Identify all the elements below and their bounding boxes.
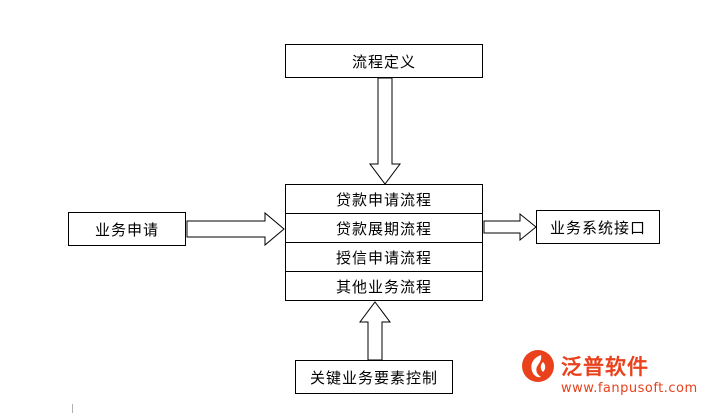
arrow-key-element-control-to-stack (359, 301, 391, 361)
node-process-definition: 流程定义 (285, 44, 483, 78)
watermark-url: www.fanpusoft.com (561, 381, 698, 396)
arrow-process-definition-to-stack (369, 77, 401, 185)
fanpu-logo-icon (522, 350, 554, 382)
watermark-brand: 泛普软件 (561, 355, 649, 379)
arrow-stack-to-business-system-interface (483, 212, 537, 242)
process-stack-row: 授信申请流程 (285, 242, 483, 272)
node-business-application: 业务申请 (68, 212, 186, 246)
node-key-business-element-control: 关键业务要素控制 (295, 360, 453, 394)
node-business-system-interface: 业务系统接口 (536, 210, 660, 244)
corner-tick-mark (72, 404, 73, 413)
process-stack-row: 其他业务流程 (285, 271, 483, 301)
watermark: 泛普软件 www.fanpusoft.com (521, 347, 711, 407)
process-stack: 贷款申请流程 贷款展期流程 授信申请流程 其他业务流程 (285, 184, 483, 302)
process-stack-row: 贷款申请流程 (285, 184, 483, 214)
process-stack-row: 贷款展期流程 (285, 213, 483, 243)
arrow-business-application-to-stack (186, 211, 285, 247)
